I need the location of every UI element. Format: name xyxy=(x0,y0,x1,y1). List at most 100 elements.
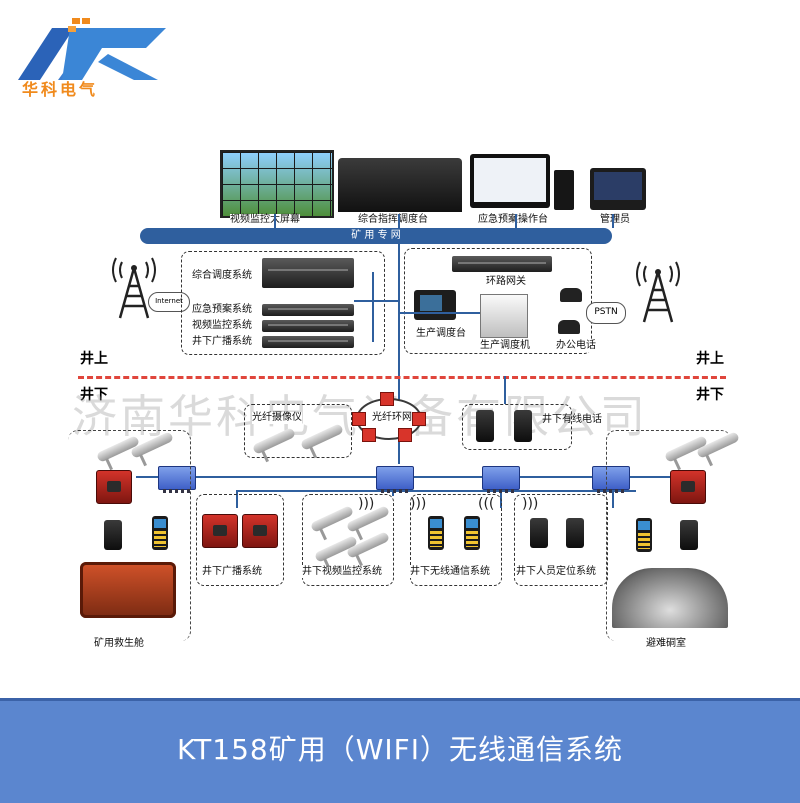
wireless-panel xyxy=(410,494,502,586)
office-phone-2-icon xyxy=(558,320,580,334)
video-label: 井下视频监控系统 xyxy=(302,566,382,578)
positioning-label: 井下人员定位系统 xyxy=(516,566,596,578)
video-wall xyxy=(220,150,334,218)
rack-server-1 xyxy=(262,258,354,288)
rescue-capsule xyxy=(80,562,176,618)
junction-box-4 xyxy=(592,466,630,493)
below-ground-label-right: 井下 xyxy=(696,387,724,403)
rack-server-3 xyxy=(262,320,354,332)
cell-tower-left-icon xyxy=(106,250,162,324)
ring-node-4 xyxy=(362,428,376,442)
left-panel-riser xyxy=(372,272,374,342)
positioning-reader-2 xyxy=(566,518,584,548)
command-console xyxy=(338,158,462,212)
wifi-signal-icon: ((( xyxy=(478,496,495,512)
rescue-capsule-label: 矿用救生舱 xyxy=(94,638,144,650)
junction-box-3 xyxy=(482,466,520,493)
broadcast-label: 井下广播系统 xyxy=(202,566,262,578)
refuge-chamber xyxy=(612,568,728,628)
right-zone-device xyxy=(680,520,698,550)
dispatch-machine xyxy=(480,294,528,338)
dispatch-console-device xyxy=(414,290,456,320)
system-label-0: 综合调度系统 xyxy=(192,270,252,282)
wired-phone-panel xyxy=(462,404,572,450)
bus-main-trunk xyxy=(398,244,400,464)
pstn-cloud: PSTN xyxy=(586,302,626,324)
command-console-label: 综合指挥调度台 xyxy=(358,214,428,226)
dispatch-systems-panel xyxy=(181,251,385,355)
loop-gateway-label: 环路网关 xyxy=(486,276,526,288)
wired-phone-2 xyxy=(514,410,532,442)
ring-node-3 xyxy=(412,412,426,426)
logo-text: 华科电气 xyxy=(22,80,99,99)
pstn-label: PSTN xyxy=(594,307,618,317)
above-ground-label-left: 井上 xyxy=(80,351,108,367)
positioning-panel xyxy=(514,494,608,586)
wireless-handset-2 xyxy=(464,516,480,550)
surface-divider-line xyxy=(78,376,726,379)
bus-drop-4 xyxy=(612,214,614,228)
junction-box-1 xyxy=(158,466,196,493)
system-label-2: 视频监控系统 xyxy=(192,320,252,332)
positioning-reader-1 xyxy=(530,518,548,548)
dispatch-console-label: 生产调度台 xyxy=(416,328,466,340)
bus-drop-1 xyxy=(274,214,276,228)
left-zone-device xyxy=(104,520,122,550)
mine-network-bus: 矿 用 专 网 xyxy=(140,228,612,244)
bus-drop-2 xyxy=(398,214,400,228)
underground-bus-lower xyxy=(236,490,636,492)
wireless-label: 井下无线通信系统 xyxy=(410,566,490,578)
left-zone-handset xyxy=(152,516,168,550)
workstation-tower xyxy=(554,170,574,210)
office-phone-label: 办公电话 xyxy=(556,340,596,352)
above-ground-label-right: 井上 xyxy=(696,351,724,367)
workstation-monitor xyxy=(470,154,550,208)
internet-cloud: Internet xyxy=(148,292,190,312)
loop-gateway xyxy=(452,256,552,272)
cell-tower-right-icon xyxy=(630,254,686,328)
bus-drop-3 xyxy=(515,214,517,228)
logo-mark-icon xyxy=(18,18,166,80)
wifi-signal-icon: ))) xyxy=(358,496,375,512)
office-phone-1-icon xyxy=(560,288,582,302)
internet-label: Internet xyxy=(155,297,183,305)
company-logo: 华科电气 xyxy=(12,14,172,100)
mine-network-bus-label: 矿 用 专 网 xyxy=(351,230,401,241)
dispatch-machine-label: 生产调度机 xyxy=(480,340,530,352)
admin-computer xyxy=(590,168,646,210)
refuge-chamber-label: 避难硐室 xyxy=(646,638,686,650)
fiber-sensor-label: 光纤摄像仪 xyxy=(252,412,302,424)
video-wall-label: 视频监控大屏幕 xyxy=(230,214,300,226)
right-panel-link xyxy=(398,312,480,314)
wireless-handset-1 xyxy=(428,516,444,550)
wired-phone-1 xyxy=(476,410,494,442)
bottom-banner xyxy=(0,698,800,803)
wired-phone-label: 井下有线电话 xyxy=(542,414,602,425)
banner-title: KT158矿用（WIFI）无线通信系统 xyxy=(176,733,624,766)
wifi-signal-icon: ))) xyxy=(410,496,427,512)
fiber-sensor-panel xyxy=(244,404,352,458)
broadcast-speaker-1 xyxy=(202,514,238,548)
below-ground-label-left: 井下 xyxy=(80,387,108,403)
admin-label: 管理员 xyxy=(600,214,630,226)
system-label-1: 应急预案系统 xyxy=(192,304,252,316)
rack-server-4 xyxy=(262,336,354,348)
video-panel xyxy=(302,494,394,586)
workstation-label: 应急预案操作台 xyxy=(478,214,548,226)
rescue-zone-panel xyxy=(68,430,191,641)
ring-node-1 xyxy=(380,392,394,406)
left-zone-speaker xyxy=(96,470,132,504)
broadcast-speaker-2 xyxy=(242,514,278,548)
left-panel-link xyxy=(354,300,398,302)
refuge-zone-panel xyxy=(606,430,731,641)
broadcast-drop xyxy=(236,490,238,508)
ring-node-5 xyxy=(398,428,412,442)
rack-server-2 xyxy=(262,304,354,316)
telephony-panel xyxy=(404,248,592,354)
fiber-ring-label: 光纤环网 xyxy=(372,412,412,424)
positioning-drop xyxy=(612,490,614,508)
ring-node-2 xyxy=(352,412,366,426)
right-zone-speaker xyxy=(670,470,706,504)
broadcast-panel xyxy=(196,494,284,586)
system-label-3: 井下广播系统 xyxy=(192,336,252,348)
